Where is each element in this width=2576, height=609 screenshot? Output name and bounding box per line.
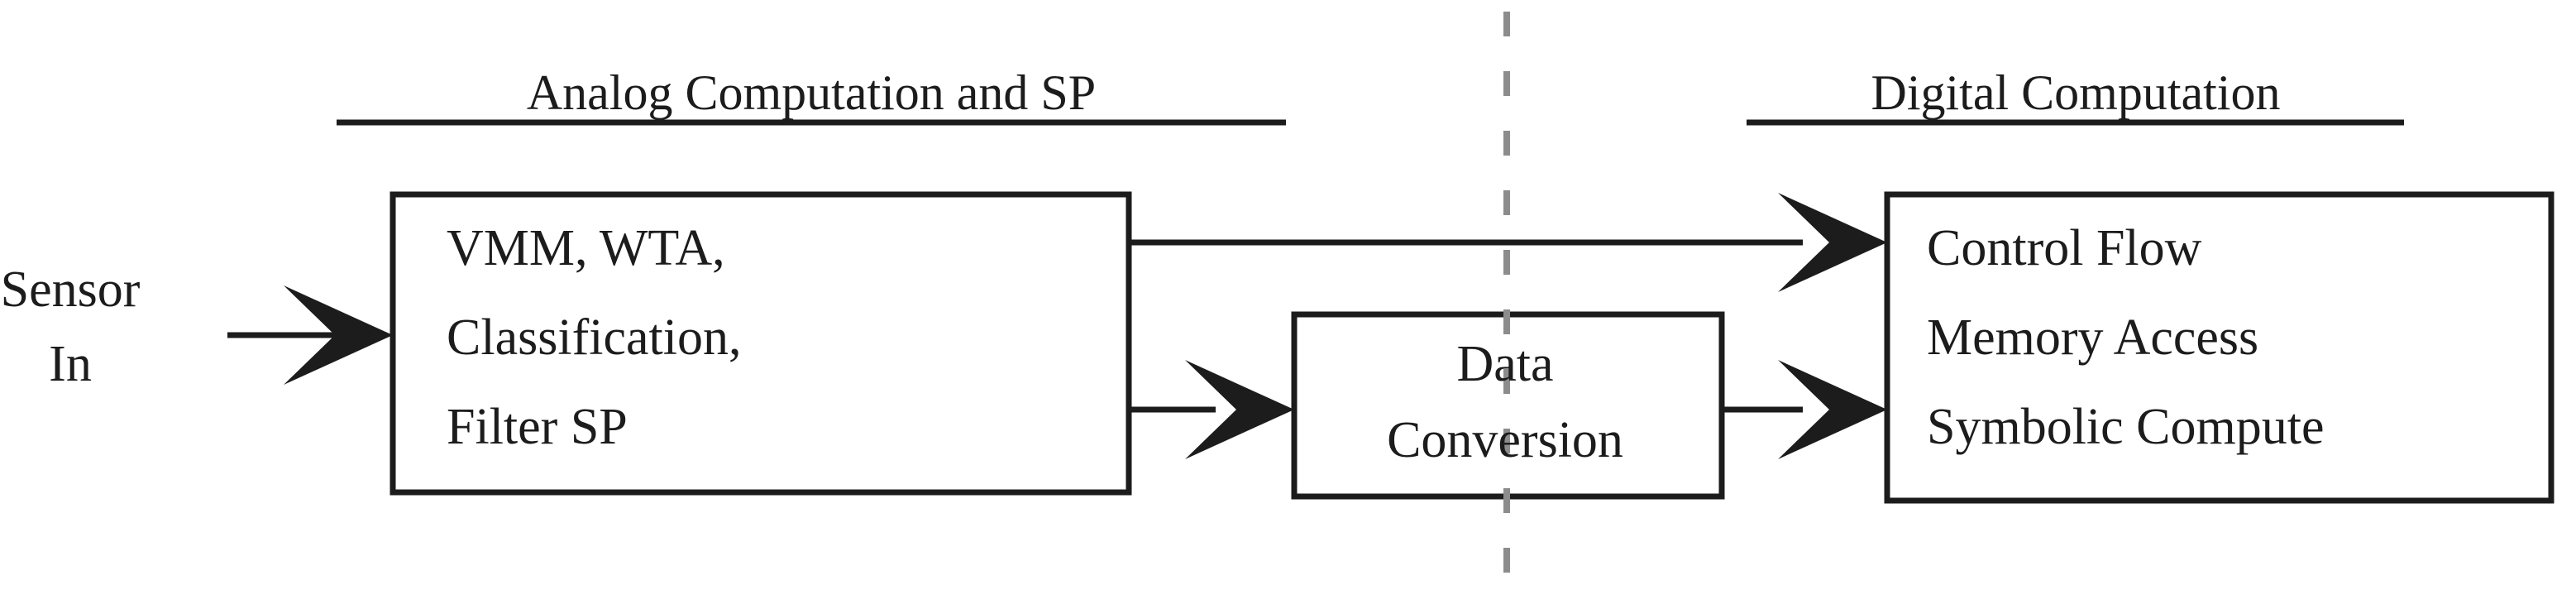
analog-to-digital-direct-arrow-head [1778,193,1887,292]
analog-to-data-conversion-arrow-head [1185,360,1294,459]
data-conversion-line-2: Conversion [1387,412,1623,468]
digital-block-line-1: Control Flow [1927,220,2202,276]
analog-block-line-3: Filter SP [447,399,628,455]
sensor-input-label-line2: In [49,336,92,392]
analog-to-digital-direct-arrow [1129,193,1887,292]
digital-section-heading: Digital Computation [1871,65,2281,120]
analog-block-line-1: VMM, WTA, [447,220,725,276]
digital-computation-block [1884,191,2554,504]
analog-to-data-conversion-arrow [1129,360,1294,459]
sensor-input-label-line1: Sensor [1,261,141,318]
sensor-to-analog-arrow-head [284,285,393,385]
digital-block-line-3: Symbolic Compute [1927,399,2325,455]
data-conversion-to-digital-arrow [1722,360,1887,459]
analog-block-line-2: Classification, [447,309,741,366]
digital-block-line-2: Memory Access [1927,309,2258,366]
analog-computation-block [390,191,1132,496]
analog-section-heading: Analog Computation and SP [527,65,1096,120]
sensor-to-analog-arrow [227,285,393,385]
data-conversion-line-1: Data [1456,336,1553,392]
data-conversion-to-digital-arrow-head [1778,360,1887,459]
